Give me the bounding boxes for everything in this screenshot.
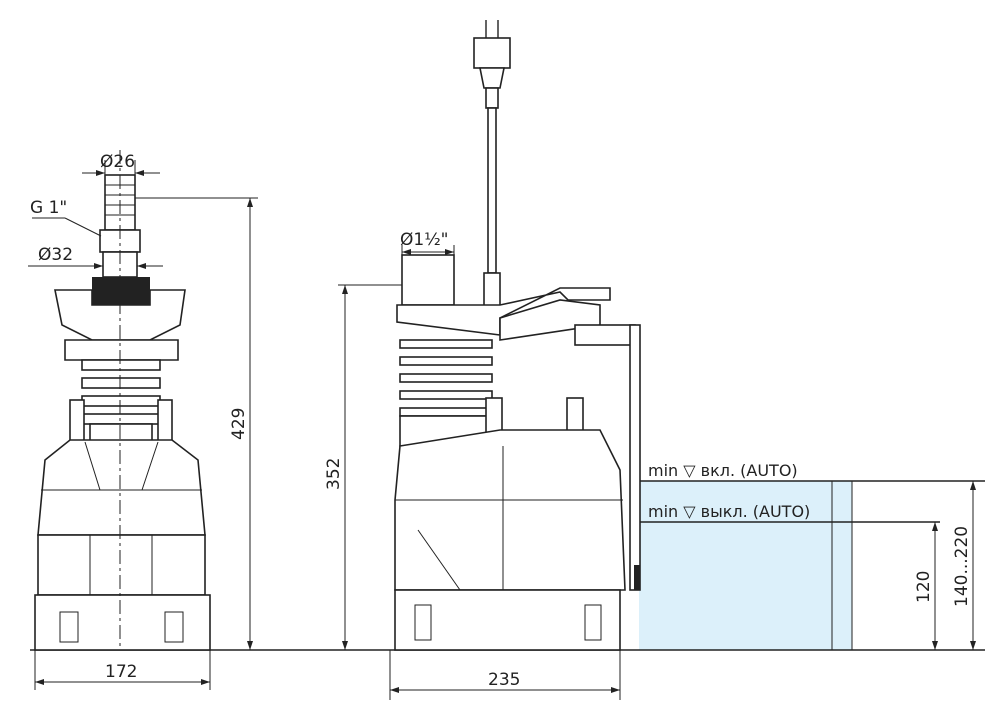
- dim-diameter-32: Ø32: [38, 245, 73, 265]
- dim-height-429: 429: [229, 408, 249, 440]
- thread-label: G 1": [30, 198, 67, 218]
- dim-width-235: 235: [488, 670, 520, 690]
- water-level-area: [30, 480, 985, 651]
- right-dimensions: Ø1½" 352 235 min ▽ вкл. (AUTO) min ▽ вык…: [324, 230, 976, 700]
- dim-width-172: 172: [105, 662, 137, 682]
- power-plug-icon: [473, 20, 511, 312]
- dim-outlet-diameter-1-1-2: Ø1½": [400, 230, 449, 250]
- dim-off-level-120: 120: [914, 571, 934, 603]
- dim-on-level-140-220: 140...220: [952, 526, 972, 607]
- pump-side-view: [394, 20, 641, 651]
- pump-front-view: [34, 150, 211, 651]
- left-dimensions: Ø26 G 1" Ø32 429 172: [28, 152, 258, 690]
- level-off-label: min ▽ выкл. (AUTO): [648, 502, 810, 521]
- dim-outlet-diameter-26: Ø26: [100, 152, 135, 172]
- dim-height-352: 352: [324, 458, 344, 490]
- level-on-label: min ▽ вкл. (AUTO): [648, 461, 798, 480]
